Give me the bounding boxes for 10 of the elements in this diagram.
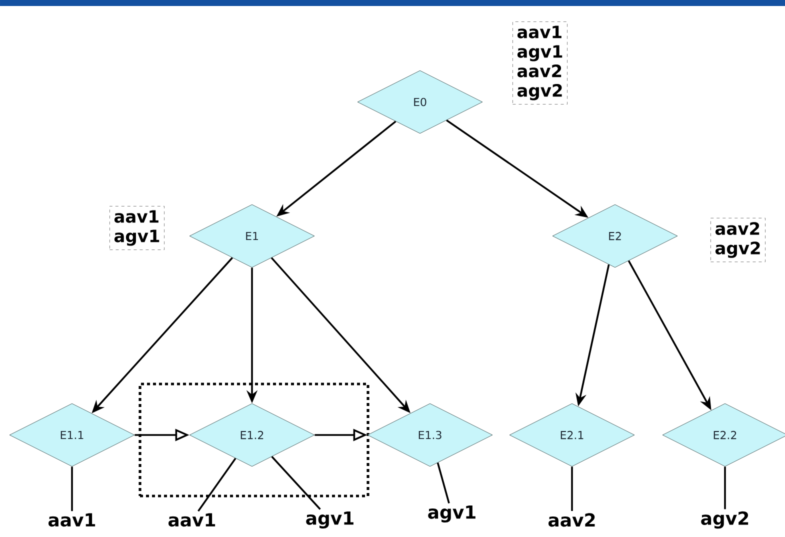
variable-label: aav1 xyxy=(48,513,96,527)
dashed-note-box: aav2 agv2 xyxy=(710,218,766,262)
variable-label: agv1 xyxy=(306,511,354,528)
dashed-note-box: aav1 agv1 xyxy=(110,206,164,250)
variable-label: aav2 xyxy=(548,513,595,527)
variable-label: agv1 xyxy=(428,505,476,522)
dotted-frame xyxy=(138,382,370,498)
variable-label: agv2 xyxy=(701,511,748,529)
variable-label: aav1 xyxy=(168,513,216,527)
dashed-note-box: aav1 agv1 aav2 agv2 xyxy=(512,22,568,104)
